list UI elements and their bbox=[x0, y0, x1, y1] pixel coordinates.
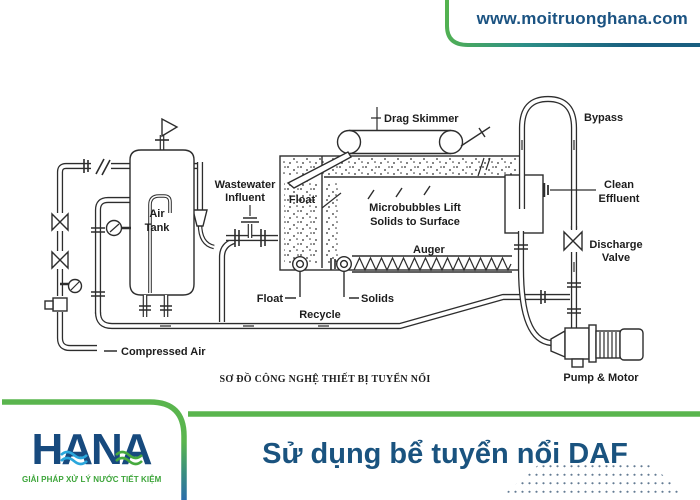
label-air-tank: Air bbox=[149, 208, 165, 220]
auger-screw bbox=[353, 256, 512, 272]
air-supply-valves bbox=[44, 212, 83, 312]
discharge-valve bbox=[563, 230, 574, 252]
hana-logo-tagline: GIẢI PHÁP XỬ LÝ NƯỚC TIẾT KIỆM bbox=[22, 475, 162, 484]
label-microbubbles: Microbubbles Lift bbox=[369, 202, 461, 214]
label-drag-skimmer: Drag Skimmer bbox=[384, 113, 459, 125]
footer-divider-decoration bbox=[2, 399, 700, 500]
relief-valve-flag bbox=[161, 117, 179, 138]
label-wastewater-influent: Wastewater bbox=[215, 179, 276, 191]
label-float-top: Float bbox=[289, 194, 316, 206]
bypass-pipe bbox=[518, 95, 578, 231]
label-auger: Auger bbox=[413, 244, 446, 256]
header-curve-decoration bbox=[445, 0, 700, 47]
hana-logo: HANA GIẢI PHÁP XỬ LÝ NƯỚC TIẾT KIỆM bbox=[22, 428, 162, 485]
label-float-bottom: Float bbox=[257, 293, 284, 305]
label-recycle: Recycle bbox=[299, 309, 341, 321]
label-pump-motor: Pump & Motor bbox=[563, 372, 639, 384]
daf-tank bbox=[279, 155, 521, 299]
pump-motor bbox=[550, 324, 644, 368]
drag-skimmer bbox=[286, 107, 491, 189]
website-url[interactable]: www.moitruonghana.com bbox=[476, 9, 688, 28]
influent-piping bbox=[192, 205, 278, 322]
daf-process-diagram: Drag Skimmer Bypass Wastewater Influent … bbox=[44, 95, 644, 385]
svg-text:Valve: Valve bbox=[602, 252, 630, 264]
discharge-piping bbox=[514, 226, 583, 347]
diagram-caption: SƠ ĐỒ CÔNG NGHỆ THIẾT BỊ TUYỂN NỔI bbox=[219, 372, 430, 385]
auger-trough bbox=[352, 255, 512, 273]
svg-text:Effluent: Effluent bbox=[599, 193, 640, 205]
air-tank bbox=[105, 117, 195, 317]
logo-wave-blue-icon bbox=[60, 450, 88, 466]
svg-text:Influent: Influent bbox=[225, 192, 265, 204]
recycle-pipe bbox=[94, 290, 570, 330]
effluent-flange bbox=[542, 183, 596, 197]
svg-text:Tank: Tank bbox=[145, 222, 171, 234]
label-clean-effluent: Clean bbox=[604, 179, 634, 191]
label-discharge-valve: Discharge bbox=[589, 239, 642, 251]
eductor-nozzle bbox=[192, 209, 208, 227]
label-bypass: Bypass bbox=[584, 112, 623, 124]
label-compressed-air: Compressed Air bbox=[121, 346, 206, 358]
logo-wave-green-icon bbox=[115, 450, 143, 466]
svg-text:Solids to Surface: Solids to Surface bbox=[370, 216, 460, 228]
label-solids: Solids bbox=[361, 293, 394, 305]
